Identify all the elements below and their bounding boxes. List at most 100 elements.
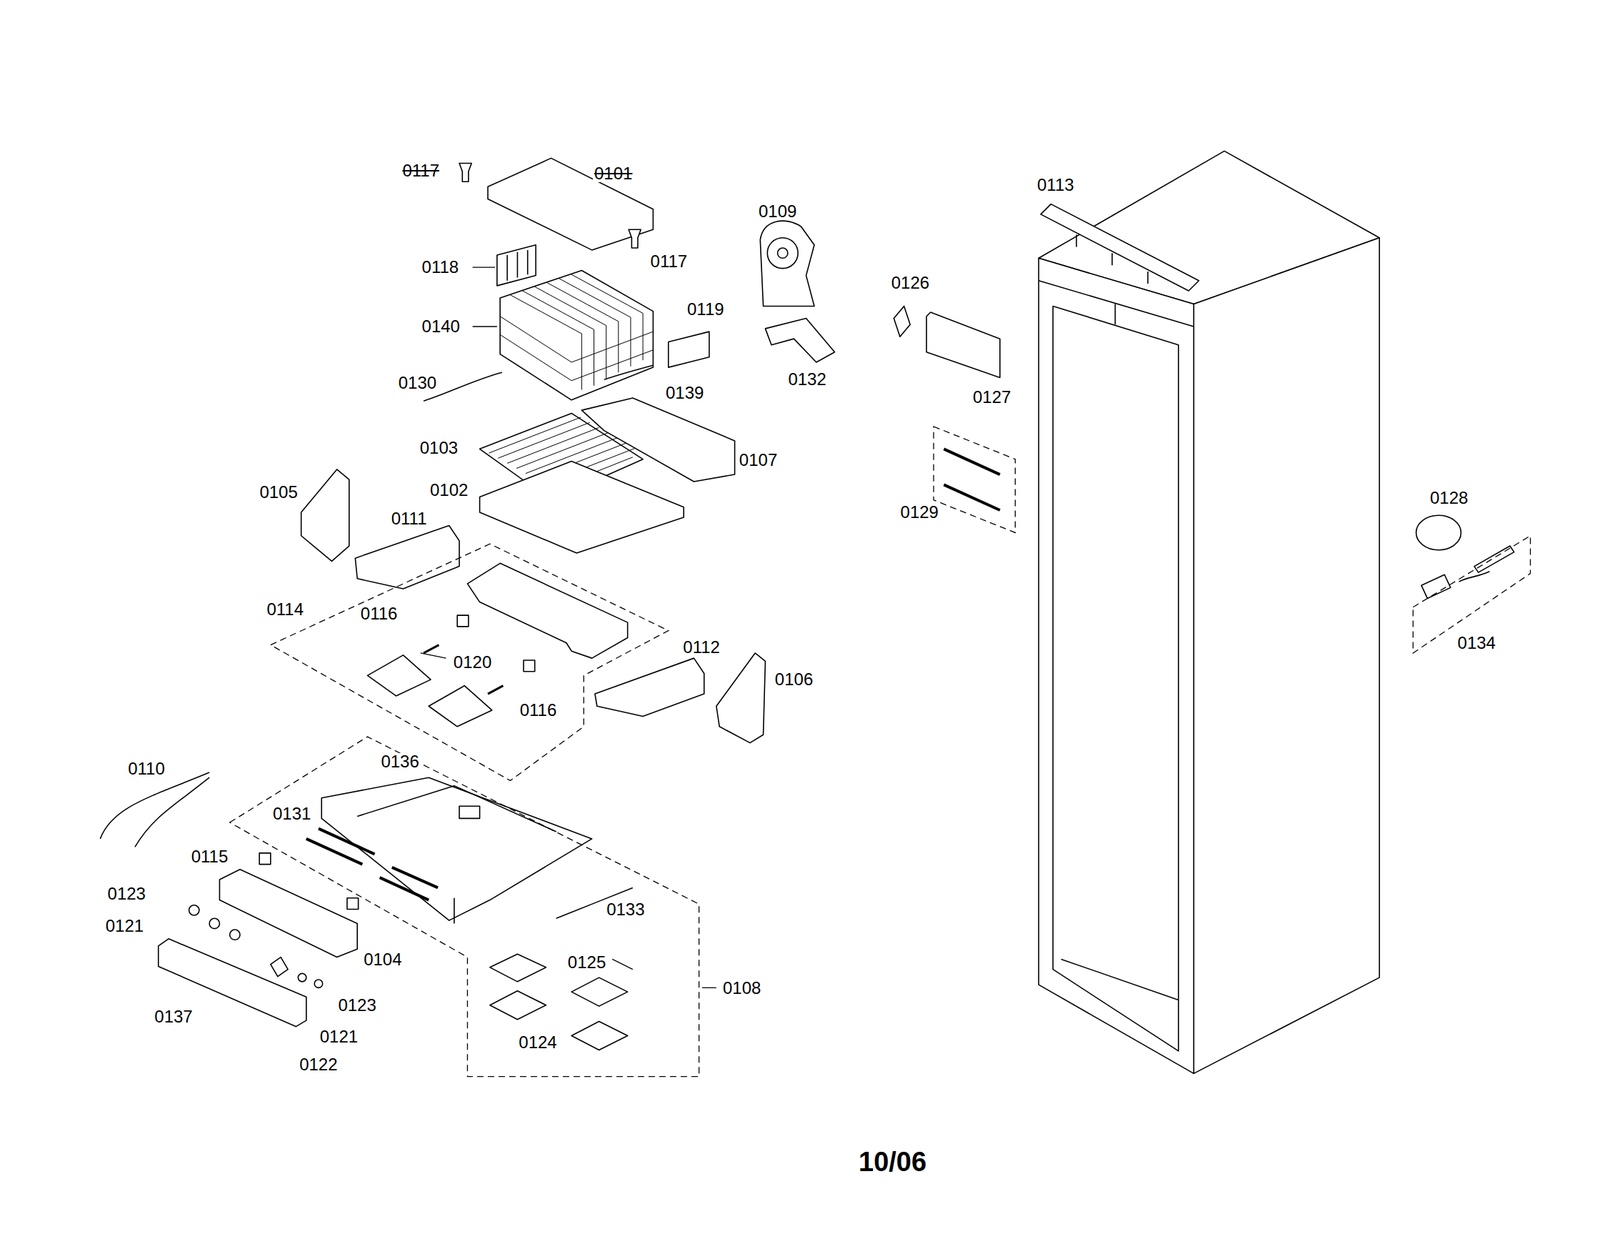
- callout-number: 0105: [257, 483, 299, 501]
- strip: [943, 448, 1000, 510]
- callout-number: 0106: [773, 670, 815, 688]
- pad: [490, 953, 547, 982]
- cabinet-opening: [1052, 305, 1179, 1051]
- callout-number: 0101: [592, 165, 634, 183]
- cube: [259, 852, 271, 865]
- callout-number: 0125: [566, 953, 608, 971]
- callout-number: 0137: [152, 1007, 194, 1025]
- callout-number: 0128: [1428, 489, 1470, 507]
- drain-tray: [480, 461, 685, 554]
- callout-number: 0111: [390, 510, 429, 528]
- callout-number: 0102: [428, 481, 470, 499]
- callout-number: 0121: [104, 917, 145, 935]
- callout-number: 0117: [649, 252, 690, 270]
- panel: [926, 312, 1000, 378]
- callout-number: 0120: [452, 653, 493, 671]
- strip: [306, 828, 438, 900]
- cabinet-front: [1038, 257, 1194, 1073]
- callout-number: 0130: [397, 374, 438, 392]
- cabinet-edges: [1038, 280, 1194, 1000]
- diffuser: [367, 655, 431, 696]
- callout-number: 0127: [971, 388, 1013, 406]
- clip: [423, 645, 503, 695]
- clamp-ring: [1416, 515, 1462, 550]
- group-outline: [1412, 535, 1530, 653]
- callout-number: 0121: [318, 1027, 360, 1045]
- leader-line: [420, 267, 717, 988]
- switch: [270, 957, 288, 977]
- fan-wheel: [767, 237, 798, 269]
- callout-number: 0112: [681, 638, 722, 656]
- callout-number: 0134: [1456, 634, 1498, 652]
- parts: [100, 150, 1514, 1073]
- cube: [523, 660, 535, 672]
- cube: [457, 615, 469, 627]
- evaporator: [500, 270, 653, 400]
- leader-lines: [420, 267, 717, 988]
- side-bracket: [301, 469, 350, 562]
- group-outline: [230, 736, 700, 1077]
- rail: [355, 525, 460, 589]
- callout-number: 0122: [297, 1055, 339, 1073]
- cube: [347, 897, 359, 910]
- callout-number: 0116: [518, 701, 559, 719]
- callout-number: 0113: [1035, 176, 1076, 194]
- rail: [595, 657, 705, 716]
- bracket: [765, 318, 835, 363]
- switch: [893, 305, 910, 337]
- callout-number: 0129: [899, 503, 940, 521]
- callout-number: 0110: [126, 760, 167, 778]
- sensor-probe: [1459, 545, 1515, 582]
- clip: [668, 331, 710, 368]
- bracket-tabs: [1076, 234, 1148, 284]
- side-bracket: [716, 652, 766, 743]
- cabinet-side: [1193, 237, 1380, 1074]
- top-bracket: [1040, 204, 1199, 291]
- callout-number: 0118: [420, 258, 461, 276]
- knob: [297, 972, 306, 981]
- callout-number: 0140: [420, 317, 462, 335]
- cover-plate: [487, 157, 653, 250]
- callout-number: 0136: [379, 752, 420, 770]
- screw: [628, 229, 641, 248]
- knob: [314, 979, 323, 988]
- screw: [459, 162, 472, 182]
- wire-harness: [100, 772, 210, 847]
- bracket: [497, 245, 536, 286]
- base-fold: [357, 785, 556, 924]
- knob: [189, 905, 200, 915]
- callout-number: 0114: [265, 600, 305, 618]
- callout-number: 0123: [336, 996, 378, 1014]
- callout-number: 0132: [786, 370, 828, 388]
- callout-number: 0117: [400, 162, 441, 180]
- callout-number: 0115: [190, 847, 230, 865]
- group-outline: [933, 426, 1015, 533]
- pad: [490, 990, 547, 1020]
- fan-housing: [760, 220, 815, 306]
- callout-number: 0123: [106, 885, 148, 903]
- callout-number: 0107: [737, 451, 779, 469]
- diffuser: [428, 685, 493, 727]
- callout-number: 0133: [605, 900, 646, 918]
- duct: [581, 397, 735, 482]
- evaporator-fins: [500, 274, 653, 390]
- callout-number: 0119: [685, 300, 726, 318]
- callout-number: 0103: [418, 439, 460, 457]
- callout-number: 0104: [362, 950, 403, 968]
- bracket-slots: [507, 250, 528, 281]
- sensor: [1421, 574, 1451, 598]
- callout-number: 0124: [517, 1033, 558, 1051]
- group-outlines: [230, 426, 1531, 1077]
- callout-number: 0109: [757, 202, 798, 220]
- sensor-wire: [604, 365, 654, 380]
- control-panel: [219, 869, 358, 958]
- callout-number: 0139: [664, 384, 705, 402]
- callout-number: 0126: [890, 274, 931, 292]
- callout-number: 0131: [271, 805, 313, 823]
- fan-hub: [777, 247, 788, 258]
- pad: [571, 977, 628, 1006]
- date-code: 10/06: [857, 1147, 928, 1175]
- callout-number: 0116: [359, 605, 400, 623]
- callout-number: 0108: [721, 979, 763, 997]
